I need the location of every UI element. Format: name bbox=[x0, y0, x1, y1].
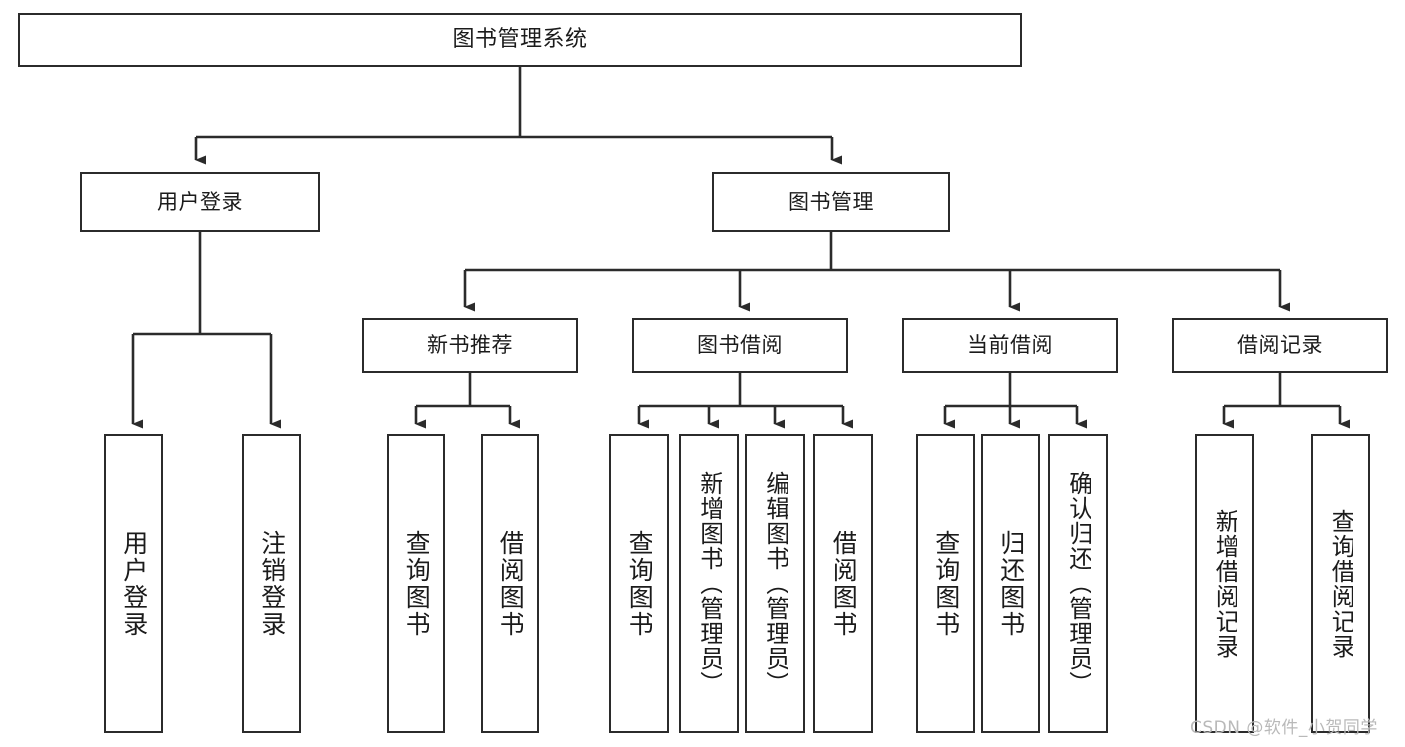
node-current-borrow[interactable]: 当前借阅 bbox=[902, 318, 1118, 373]
leaf-book-borrow-edit[interactable]: 编辑图书（管理员） bbox=[745, 434, 805, 733]
node-borrow-record[interactable]: 借阅记录 bbox=[1172, 318, 1388, 373]
leaf-book-borrow-query[interactable]: 查询图书 bbox=[609, 434, 669, 733]
leaf-book-borrow-borrow[interactable]: 借阅图书 bbox=[813, 434, 873, 733]
leaf-book-borrow-add-label: 新增图书（管理员） bbox=[696, 471, 722, 696]
leaf-book-borrow-edit-label: 编辑图书（管理员） bbox=[762, 471, 788, 696]
leaf-new-book-query[interactable]: 查询图书 bbox=[387, 434, 445, 733]
node-root-system-label: 图书管理系统 bbox=[452, 27, 588, 52]
leaf-borrow-record-query[interactable]: 查询借阅记录 bbox=[1311, 434, 1370, 733]
node-book-borrow-label: 图书借阅 bbox=[697, 333, 783, 357]
leaf-current-borrow-return-label: 归还图书 bbox=[997, 529, 1024, 638]
node-new-book-recommend[interactable]: 新书推荐 bbox=[362, 318, 578, 373]
leaf-borrow-record-add[interactable]: 新增借阅记录 bbox=[1195, 434, 1254, 733]
node-borrow-record-label: 借阅记录 bbox=[1237, 333, 1323, 357]
node-book-borrow[interactable]: 图书借阅 bbox=[632, 318, 848, 373]
leaf-new-book-borrow-label: 借阅图书 bbox=[496, 529, 524, 638]
leaf-book-borrow-add[interactable]: 新增图书（管理员） bbox=[679, 434, 739, 733]
watermark-text: CSDN @软件_小贺同学 bbox=[1190, 718, 1378, 738]
node-user-login-label: 用户登录 bbox=[157, 189, 243, 214]
leaf-current-borrow-query-label: 查询图书 bbox=[932, 529, 959, 638]
node-current-borrow-label: 当前借阅 bbox=[967, 333, 1053, 357]
leaf-user-login-login-label: 用户登录 bbox=[120, 529, 147, 638]
leaf-new-book-query-label: 查询图书 bbox=[402, 529, 430, 638]
leaf-current-borrow-return[interactable]: 归还图书 bbox=[981, 434, 1040, 733]
leaf-borrow-record-query-label: 查询借阅记录 bbox=[1327, 508, 1354, 659]
leaf-current-borrow-confirm-label: 确认归还（管理员） bbox=[1065, 471, 1091, 696]
leaf-user-login-login[interactable]: 用户登录 bbox=[104, 434, 163, 733]
leaf-new-book-borrow[interactable]: 借阅图书 bbox=[481, 434, 539, 733]
leaf-user-login-logout[interactable]: 注销登录 bbox=[242, 434, 301, 733]
leaf-book-borrow-borrow-label: 借阅图书 bbox=[829, 529, 857, 638]
node-book-manage-label: 图书管理 bbox=[788, 189, 874, 214]
node-book-manage[interactable]: 图书管理 bbox=[712, 172, 950, 232]
leaf-current-borrow-confirm[interactable]: 确认归还（管理员） bbox=[1048, 434, 1108, 733]
node-root-system[interactable]: 图书管理系统 bbox=[18, 13, 1022, 67]
node-new-book-recommend-label: 新书推荐 bbox=[427, 333, 513, 357]
node-user-login[interactable]: 用户登录 bbox=[80, 172, 320, 232]
leaf-borrow-record-add-label: 新增借阅记录 bbox=[1211, 508, 1238, 659]
leaf-current-borrow-query[interactable]: 查询图书 bbox=[916, 434, 975, 733]
leaf-user-login-logout-label: 注销登录 bbox=[258, 529, 285, 638]
leaf-book-borrow-query-label: 查询图书 bbox=[625, 529, 653, 638]
